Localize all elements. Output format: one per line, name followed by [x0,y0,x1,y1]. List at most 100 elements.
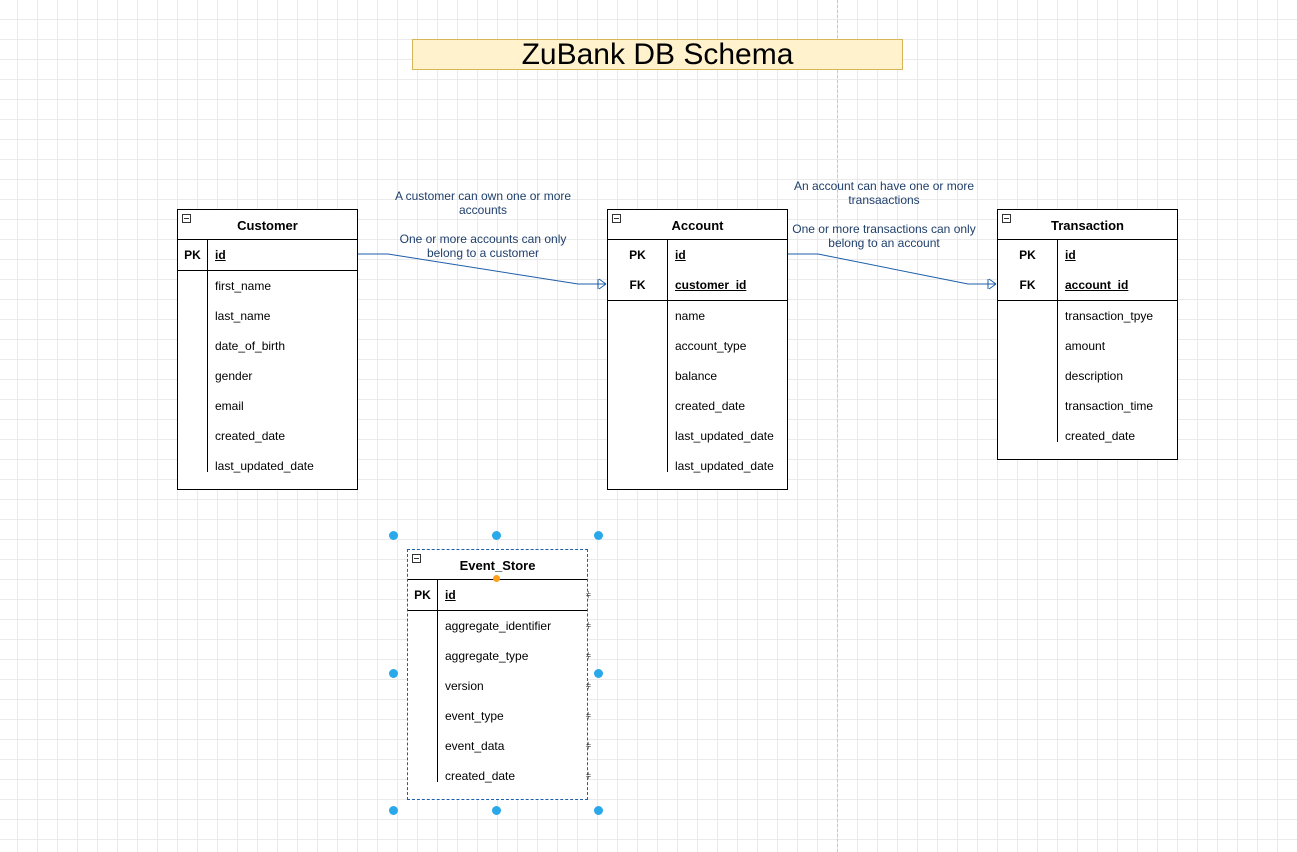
field-name: created_date [675,399,746,413]
table-row[interactable]: FK customer_id [608,270,787,300]
field-section: transaction_tpye amount description tran… [998,301,1177,451]
resize-handle-bottom-right[interactable] [594,806,603,815]
key-label: PK [184,248,201,262]
edge-customer-account[interactable] [358,253,607,290]
key-section: PK id ⫩ [408,580,591,611]
resize-handle-top-right[interactable] [594,531,603,540]
resize-handle-right[interactable] [594,669,603,678]
field-section: name account_type balance created_date l… [608,301,787,481]
field-name: description [1065,369,1124,383]
table-row[interactable]: date_of_birth [178,331,357,361]
table-row[interactable]: PK id [998,240,1177,270]
table-customer[interactable]: Customer PK id first_name last_name date… [177,209,358,490]
collapse-icon[interactable] [612,214,621,223]
table-row[interactable]: last_updated_date [608,421,787,451]
edge-label-account-has[interactable]: An account can have one or more transaac… [793,179,975,207]
diagram-title[interactable]: ZuBank DB Schema [412,39,903,70]
table-row[interactable]: aggregate_type ⫩ [408,641,591,671]
table-row[interactable]: name [608,301,787,331]
table-row[interactable]: first_name [178,271,357,301]
field-name: email [215,399,244,413]
table-name: Account [671,218,724,233]
table-row[interactable]: version ⫩ [408,671,591,701]
connection-point-icon[interactable]: ⫩ [585,741,591,751]
crows-foot-icon [597,278,607,290]
table-row[interactable]: account_type [608,331,787,361]
table-event-store[interactable]: Event_Store PK id ⫩ aggregate_identifier… [407,549,591,800]
table-row[interactable]: event_data⫩ [408,731,591,761]
connection-point-icon[interactable]: ⫩ [585,711,591,721]
field-name: amount [1065,339,1106,353]
connection-point-icon[interactable]: ⫩ [585,681,591,691]
anchor-point-icon[interactable] [493,575,500,582]
field-name: aggregate_identifier [445,619,552,633]
field-section: first_name last_name date_of_birth gende… [178,271,357,481]
resize-handle-left[interactable] [389,669,398,678]
table-header[interactable]: Customer [178,210,357,240]
resize-handle-top[interactable] [492,531,501,540]
table-row[interactable]: FK account_id [998,270,1177,300]
table-account[interactable]: Account PK id FK customer_id name accoun… [607,209,788,490]
field-name: id [445,588,456,602]
connection-point-icon[interactable]: ⫩ [585,771,591,781]
field-name: balance [675,369,718,383]
connection-point-icon[interactable]: ⫩ [585,590,591,600]
collapse-icon[interactable] [412,554,421,563]
field-name: id [675,248,686,262]
field-name: aggregate_type [445,649,529,663]
resize-handle-bottom-left[interactable] [389,806,398,815]
edge-label-customer-owns[interactable]: A customer can own one or more accounts [394,189,572,217]
table-row[interactable]: last_name [178,301,357,331]
field-name: last_updated_date [675,429,774,443]
resize-handle-top-left[interactable] [389,531,398,540]
key-label: PK [629,248,646,262]
field-name: version [445,679,484,693]
field-name: last_updated_date [215,459,314,473]
table-row[interactable]: description [998,361,1177,391]
field-name: last_updated_date [675,459,774,473]
field-name: account_type [675,339,747,353]
table-row[interactable]: transaction_time [998,391,1177,421]
table-row[interactable]: last_updated_date [178,451,357,481]
table-row[interactable]: created_date ⫩ [408,761,591,791]
table-transaction[interactable]: Transaction PK id FK account_id transact… [997,209,1178,460]
resize-handle-bottom[interactable] [492,806,501,815]
table-row[interactable]: email [178,391,357,421]
key-label: FK [629,278,646,292]
table-row[interactable]: created_date [608,391,787,421]
edge-label-transaction-belongs[interactable]: One or more transactions can only belong… [792,222,976,250]
page-break-line [837,0,838,852]
edge-label-account-belongs[interactable]: One or more accounts can only belong to … [399,232,567,260]
edge-account-transaction[interactable] [788,253,997,290]
collapse-icon[interactable] [1002,214,1011,223]
table-row[interactable]: aggregate_identifier ⫩ [408,611,591,641]
table-row[interactable]: event_type⫩ [408,701,591,731]
field-name: first_name [215,279,272,293]
field-name: created_date [445,769,516,783]
table-row[interactable]: PK id [178,240,357,270]
table-row[interactable]: PK id [608,240,787,270]
connection-point-icon[interactable]: ⫩ [585,621,591,631]
table-row[interactable]: PK id ⫩ [408,580,591,610]
table-row[interactable]: balance [608,361,787,391]
field-name: id [1065,248,1076,262]
connection-point-icon[interactable]: ⫩ [585,651,591,661]
field-name: transaction_time [1065,399,1154,413]
field-name: customer_id [675,278,747,292]
key-label: FK [1019,278,1036,292]
field-name: created_date [1065,429,1136,443]
table-row[interactable]: gender [178,361,357,391]
table-row[interactable]: transaction_tpye [998,301,1177,331]
table-name: Event_Store [459,558,536,573]
collapse-icon[interactable] [182,214,191,223]
table-name: Transaction [1051,218,1124,233]
table-row[interactable]: amount [998,331,1177,361]
table-header[interactable]: Transaction [998,210,1177,240]
table-row[interactable]: created_date [998,421,1177,451]
field-name: last_name [215,309,271,323]
table-header[interactable]: Account [608,210,787,240]
table-row[interactable]: created_date [178,421,357,451]
table-row[interactable]: last_updated_date [608,451,787,481]
field-name: created_date [215,429,286,443]
field-name: account_id [1065,278,1129,292]
